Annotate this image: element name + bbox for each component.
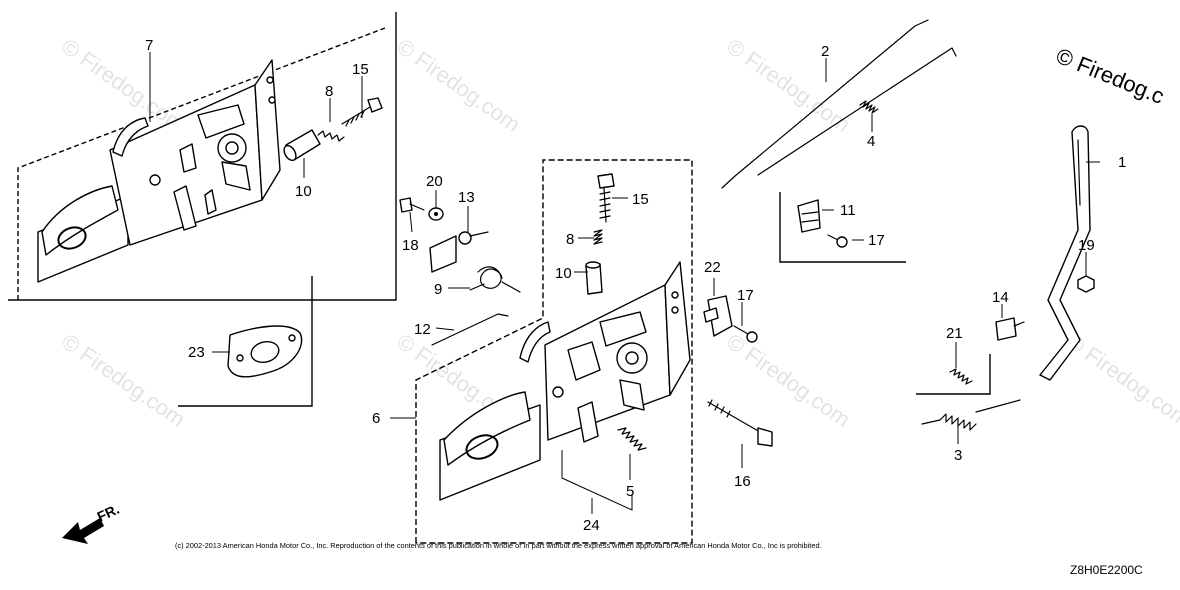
callout-15-center: 15	[632, 191, 649, 208]
callout-5: 5	[626, 483, 634, 500]
screw-17-center	[733, 325, 758, 343]
spring-21	[949, 368, 973, 385]
bolt-15-center	[597, 173, 615, 223]
lever-1	[1039, 125, 1091, 381]
nut-19	[1077, 275, 1095, 293]
watermark: © Firedog.com	[57, 329, 190, 432]
callout-9: 9	[434, 281, 442, 298]
leader-lines	[149, 52, 1100, 514]
spring-3	[921, 399, 1021, 431]
callout-21: 21	[946, 325, 963, 342]
watermark: © Firedog.com	[722, 329, 855, 432]
holder-13	[429, 231, 489, 273]
gasket-23-box	[178, 276, 313, 407]
callout-13: 13	[458, 189, 475, 206]
washer-14	[995, 317, 1025, 341]
control-plate-7	[37, 59, 281, 283]
spring-8-center	[593, 229, 603, 245]
callout-3: 3	[954, 447, 962, 464]
callout-12: 12	[414, 321, 431, 338]
callout-14: 14	[992, 289, 1009, 306]
front-direction-arrow: FR.	[62, 501, 122, 544]
callout-20: 20	[426, 173, 443, 190]
rod-12	[431, 313, 509, 346]
watermark: © Firedog.com	[392, 34, 525, 137]
callout-16: 16	[734, 473, 751, 490]
callout-19: 19	[1078, 237, 1095, 254]
box-21	[916, 354, 991, 395]
callout-1: 1	[1118, 154, 1126, 171]
callout-11: 11	[840, 202, 856, 219]
watermark: © Firedog.com	[1062, 329, 1180, 432]
rod-2	[721, 19, 929, 189]
spring-8-top	[317, 130, 345, 142]
bracket-22	[703, 295, 733, 337]
washer-20	[428, 207, 444, 221]
gasket-23	[227, 325, 303, 378]
watermark: © Firedog.com	[722, 34, 855, 137]
callout-15-top: 15	[352, 61, 369, 78]
control-plate-6	[439, 261, 691, 501]
spring-9	[469, 266, 521, 293]
callout-10-top: 10	[295, 183, 312, 200]
callout-4: 4	[867, 133, 875, 150]
callout-10-center: 10	[555, 265, 572, 282]
callout-2: 2	[821, 43, 829, 60]
collar-10-top	[283, 129, 321, 162]
bolt-18	[399, 197, 425, 213]
callout-8-center: 8	[566, 231, 574, 248]
callout-22: 22	[704, 259, 721, 276]
callout-24: 24	[583, 517, 600, 534]
spring-5	[617, 427, 647, 451]
front-label: FR.	[95, 501, 122, 525]
bolt-15-top	[341, 97, 383, 127]
watermark: © Firedog.com	[57, 34, 190, 137]
copyright-notice: (c) 2002-2013 American Honda Motor Co., …	[175, 541, 822, 550]
callout-23: 23	[188, 344, 205, 361]
assembly-6-box	[415, 159, 693, 544]
clip-11	[797, 199, 821, 233]
rod-4	[757, 47, 957, 176]
callout-labels: 7 15 8 10 2 4 1 20 13 18 9 15 8 10 11 17…	[145, 37, 1126, 534]
collar-10-center	[585, 261, 603, 295]
diagram-code: Z8H0E2200C	[1070, 563, 1143, 577]
callout-18: 18	[402, 237, 419, 254]
callout-8-top: 8	[325, 83, 333, 100]
screw-17-top	[827, 234, 848, 248]
callout-6: 6	[372, 410, 380, 427]
bolt-16	[707, 399, 773, 447]
callout-17-top: 17	[868, 232, 885, 249]
callout-17-center: 17	[737, 287, 754, 304]
box-11	[779, 192, 906, 263]
callout-7: 7	[145, 37, 153, 54]
